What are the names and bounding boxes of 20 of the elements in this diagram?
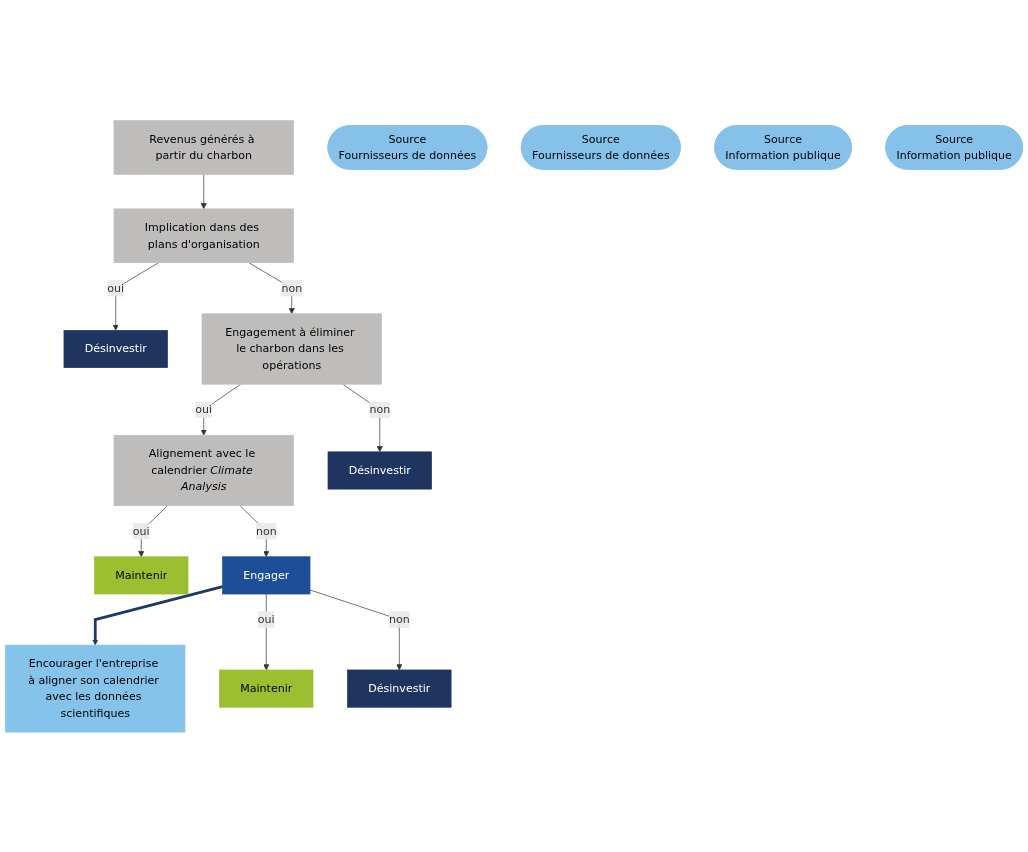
edge-label: oui — [132, 524, 150, 538]
edge-label: non — [369, 402, 391, 416]
node-box: Revenus générés à partir du charbon — [113, 119, 294, 175]
edge-label: non — [281, 281, 303, 295]
edge-label: oui — [257, 612, 275, 626]
node-box: Maintenir — [219, 669, 314, 708]
node-box: Désinvestir — [63, 329, 168, 368]
node-box: Alignement avec le calendrier Climate Analysis — [113, 434, 294, 506]
node-box: Engager — [222, 556, 311, 595]
node-box: Désinvestir — [327, 451, 432, 490]
node-box: Engagement à éliminer le charbon dans les opérations — [201, 313, 382, 385]
edge-label: non — [255, 524, 277, 538]
node-box: Maintenir — [94, 556, 189, 595]
arrow — [92, 585, 223, 646]
node-box: Désinvestir — [347, 669, 452, 708]
edge-label: non — [388, 612, 410, 626]
node-box: Encourager l'entreprise à aligner son calendrier avec les données scientifiques — [5, 644, 186, 733]
edge-label: oui — [195, 402, 213, 416]
edge-label: oui — [107, 281, 125, 295]
node-box: Implication dans des plans d'organisation — [113, 208, 294, 263]
